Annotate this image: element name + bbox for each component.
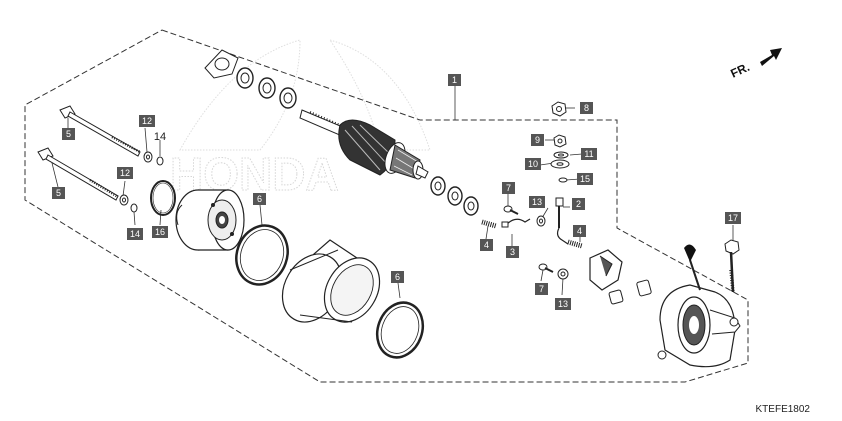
callout-c11: 11 (581, 148, 597, 160)
oring-16 (150, 180, 176, 216)
svg-text:3: 3 (510, 247, 515, 257)
nut-9 (553, 134, 567, 148)
large-oring-6-right (375, 301, 425, 359)
callout-c14a: 14 (154, 131, 166, 143)
large-oring-6-left (235, 224, 289, 286)
oring-15 (558, 177, 568, 183)
top-washer-1 (236, 67, 254, 89)
callout-c17: 17 (725, 212, 741, 224)
svg-text:12: 12 (120, 168, 130, 178)
long-bolt-lower (37, 147, 119, 201)
diagram-code: KTEFE1802 (756, 404, 811, 415)
callout-c12a: 12 (139, 115, 155, 127)
brush-spring-right (567, 239, 583, 249)
bolt-17 (724, 239, 740, 293)
callout-c13b: 13 (555, 298, 571, 310)
brush-lead (501, 218, 531, 228)
callout-c5b: 5 (52, 187, 65, 199)
callout-c7b: 7 (535, 283, 548, 295)
armature (299, 109, 429, 180)
svg-text:5: 5 (56, 188, 61, 198)
long-bolt-upper (59, 105, 141, 157)
lock-plate (204, 49, 239, 79)
callout-c9: 9 (531, 134, 544, 146)
callout-c4b: 4 (573, 225, 586, 237)
fr-label: FR. (728, 60, 751, 81)
screw-7-lower (538, 263, 554, 273)
svg-text:8: 8 (584, 103, 589, 113)
callout-c1: 1 (448, 74, 461, 86)
rear-cover (657, 244, 741, 368)
callout-c5a: 5 (62, 128, 75, 140)
callout-c15: 15 (577, 173, 593, 185)
svg-text:14: 14 (154, 131, 166, 143)
svg-text:6: 6 (395, 272, 400, 282)
shaft-washer-3 (463, 196, 479, 216)
assembly-outline (24, 29, 749, 383)
svg-text:4: 4 (484, 240, 489, 250)
motor-yoke (281, 239, 381, 323)
svg-text:5: 5 (66, 129, 71, 139)
screw-7-upper (503, 205, 519, 215)
svg-text:2: 2 (576, 199, 581, 209)
callout-c3: 3 (506, 246, 519, 258)
callout-c12b: 12 (117, 167, 133, 179)
callout-c13a: 13 (529, 196, 545, 208)
nut-8 (551, 101, 567, 117)
svg-text:11: 11 (584, 149, 593, 159)
svg-text:12: 12 (142, 116, 152, 126)
svg-text:7: 7 (506, 183, 511, 193)
shaft-washer-2 (447, 186, 463, 206)
washer-13-lower (557, 268, 569, 280)
svg-text:15: 15 (580, 174, 590, 184)
callout-c7a: 7 (502, 182, 515, 194)
svg-text:1: 1 (452, 75, 457, 85)
callout-c10: 10 (525, 158, 541, 170)
svg-text:13: 13 (532, 197, 542, 207)
svg-text:6: 6 (257, 194, 262, 204)
callout-c8: 8 (580, 102, 593, 114)
svg-text:16: 16 (155, 227, 165, 237)
svg-text:14: 14 (130, 229, 140, 239)
callout-c2: 2 (572, 198, 585, 210)
svg-text:10: 10 (528, 159, 538, 169)
front-direction-indicator: FR. (728, 48, 782, 81)
callout-c16: 16 (152, 226, 168, 238)
callout-c4a: 4 (480, 239, 493, 251)
fr-arrow-icon (760, 48, 782, 66)
callout-c14b: 14 (127, 228, 143, 240)
callout-c6a: 6 (253, 193, 266, 205)
svg-text:17: 17 (728, 213, 738, 223)
washer-11 (553, 151, 569, 159)
svg-text:4: 4 (577, 226, 582, 236)
callout-c6b: 6 (391, 271, 404, 283)
terminal-bolt (555, 197, 569, 245)
front-cover (175, 189, 245, 251)
svg-text:9: 9 (535, 135, 540, 145)
oring-14-lower (130, 203, 138, 213)
washer-12-upper (143, 151, 153, 163)
washer-13-upper (536, 215, 546, 227)
brush-spring-left (481, 219, 497, 229)
oring-14-upper (156, 156, 164, 166)
brush-holder (589, 249, 652, 305)
svg-text:13: 13 (558, 299, 568, 309)
top-washer-3 (279, 87, 297, 109)
top-washer-2 (258, 77, 276, 99)
svg-text:7: 7 (539, 284, 544, 294)
washer-12-lower (119, 194, 129, 206)
callout-labels: 1 2 3 4 4 5 5 6 6 7 7 8 9 10 11 12 12 13… (52, 74, 741, 310)
shaft-washer-1 (430, 176, 446, 196)
washer-10 (550, 159, 570, 169)
